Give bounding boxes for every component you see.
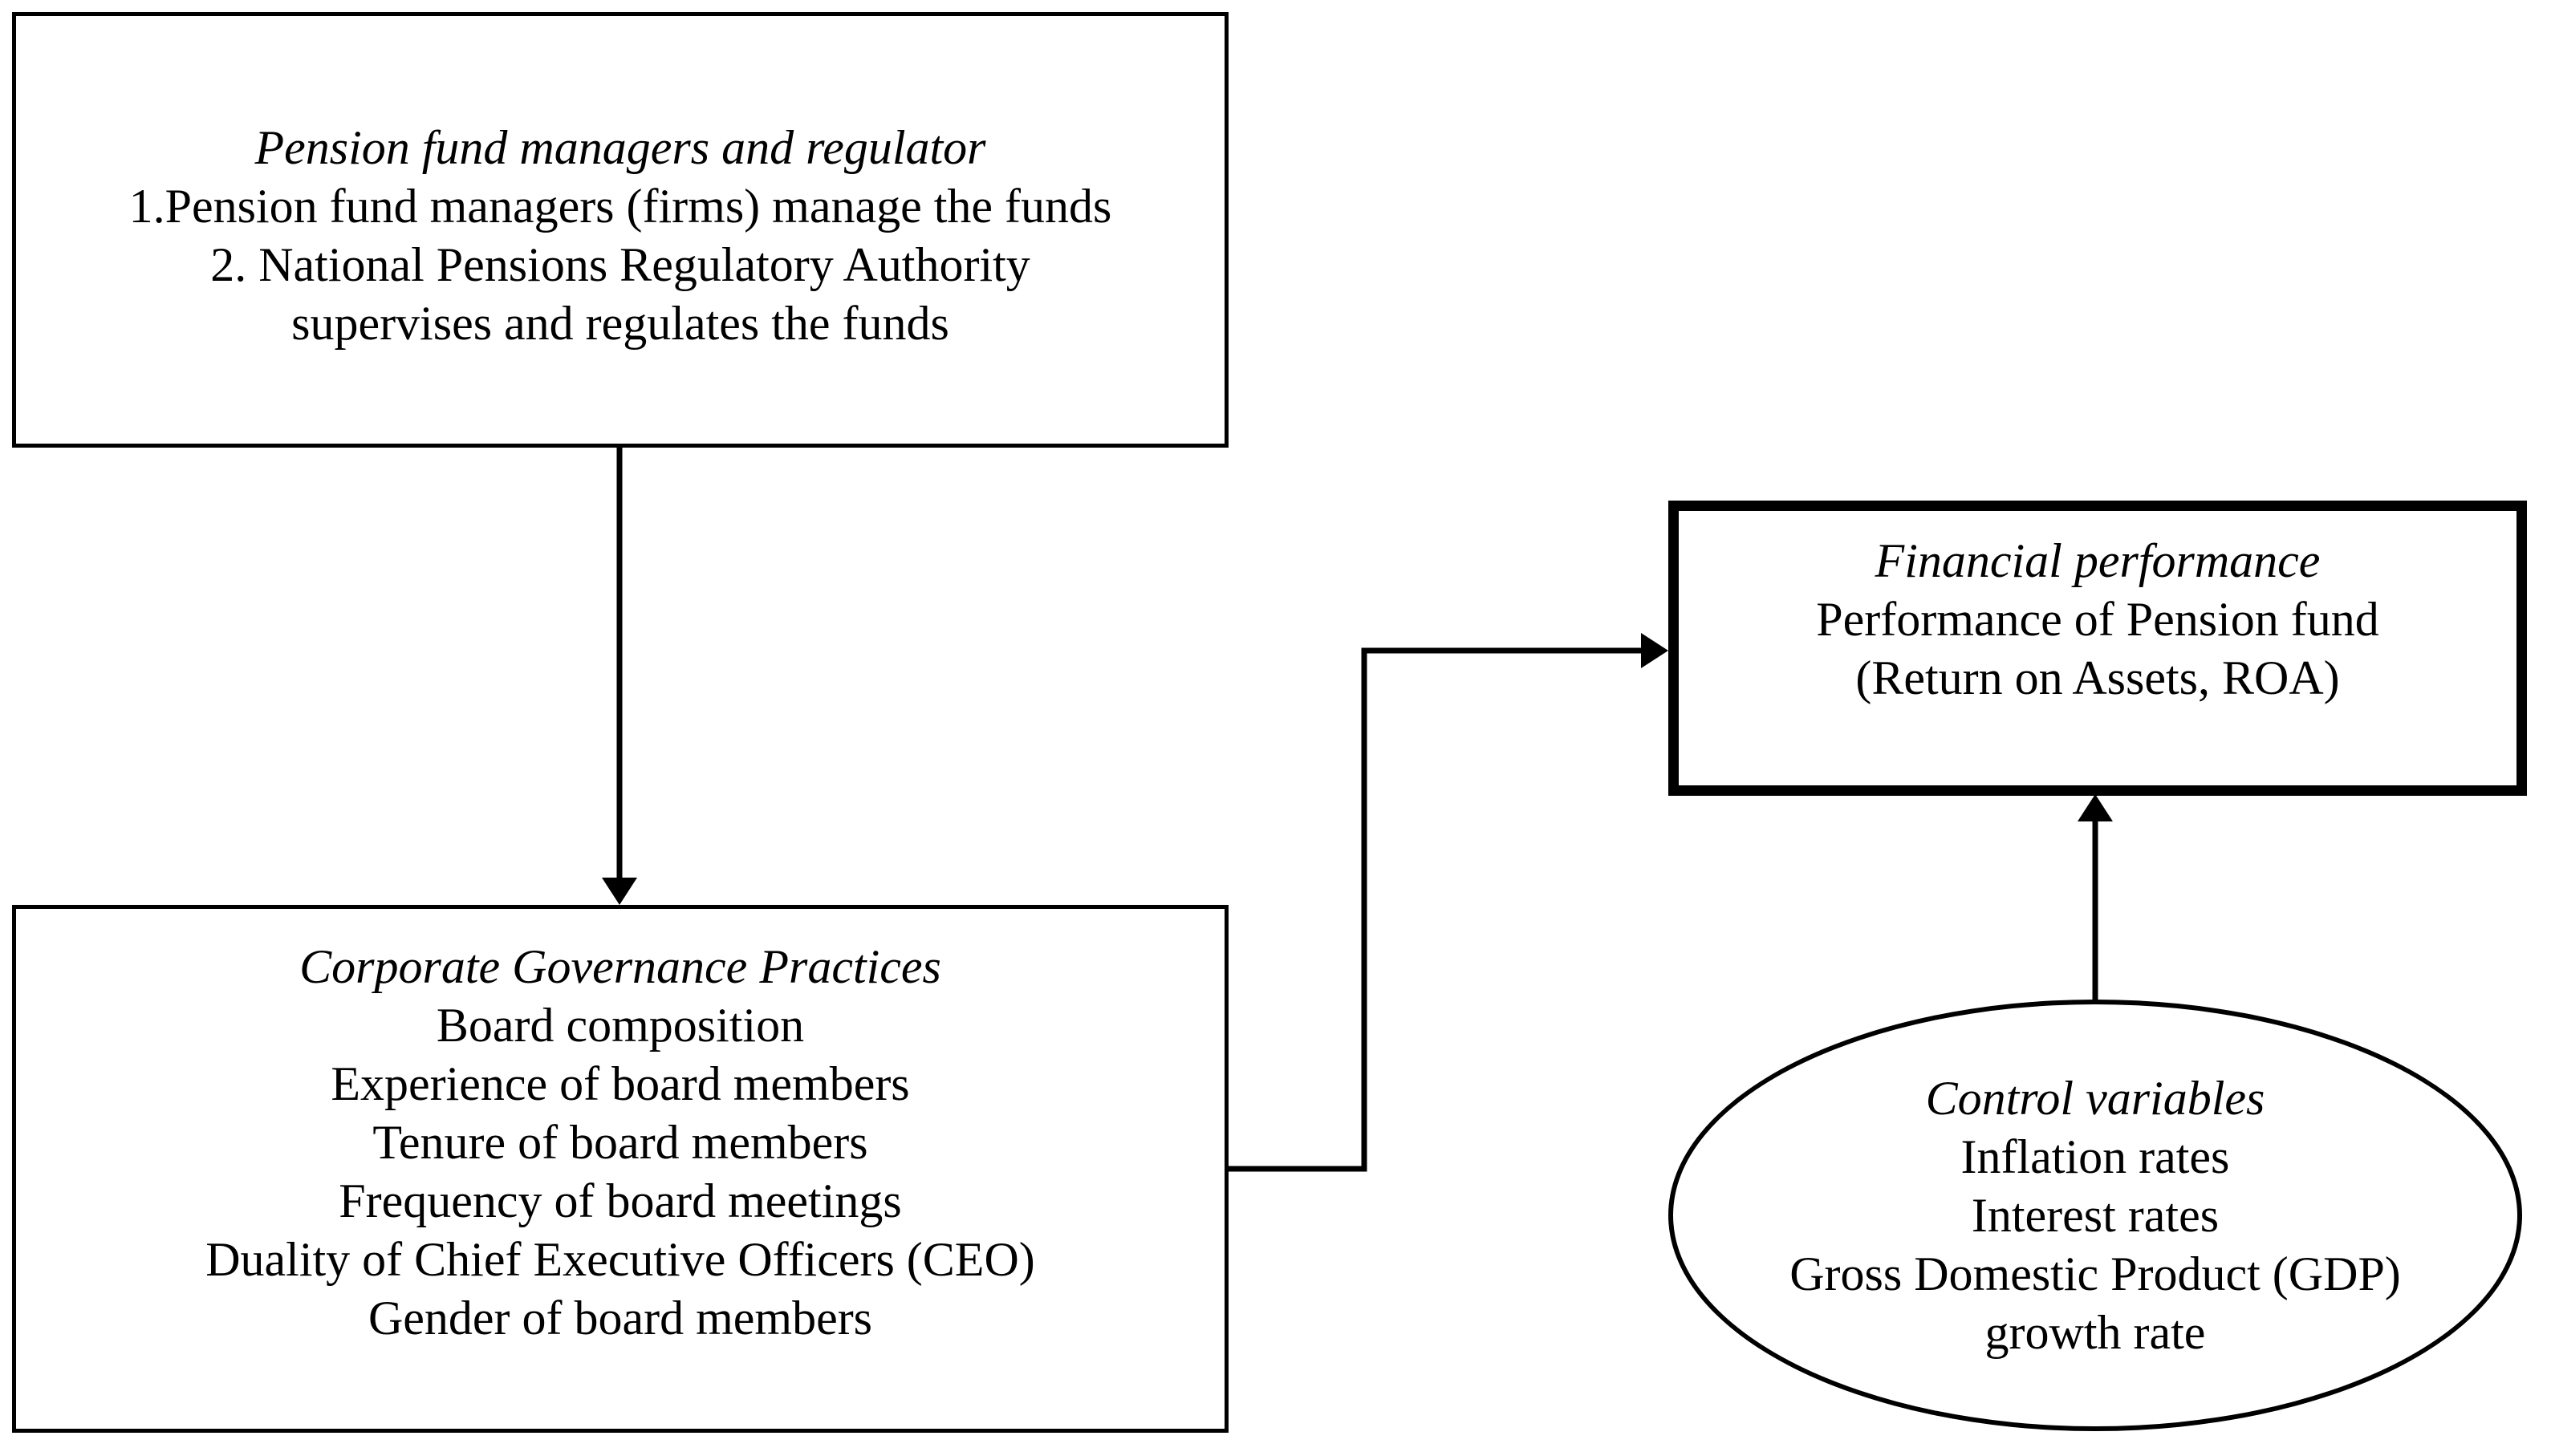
arrow-managers-to-governance [602, 448, 637, 905]
arrow-controls-to-performance [2078, 794, 2113, 1000]
financial-performance-title: Financial performance [1875, 534, 2321, 587]
pension-managers-line: 1.Pension fund managers (firms) manage t… [128, 180, 1112, 233]
governance-practices-text: Corporate Governance Practices Board com… [16, 938, 1225, 1348]
pension-managers-box: Pension fund managers and regulator 1.Pe… [12, 12, 1229, 448]
control-variables-ellipse: Control variables Inflation rates Intere… [1668, 1000, 2522, 1431]
control-variable-line: growth rate [1984, 1305, 2206, 1359]
financial-performance-line: Performance of Pension fund [1816, 593, 2379, 646]
arrow-up-head-icon [2078, 794, 2113, 821]
pension-managers-line: 2. National Pensions Regulatory Authorit… [210, 238, 1030, 291]
governance-practices-box: Corporate Governance Practices Board com… [12, 905, 1229, 1433]
financial-performance-box: Financial performance Performance of Pen… [1668, 501, 2527, 796]
governance-practice-line: Gender of board members [368, 1292, 873, 1344]
governance-practice-line: Board composition [436, 999, 805, 1052]
governance-practice-line: Experience of board members [331, 1057, 910, 1110]
control-variable-line: Inflation rates [1960, 1130, 2230, 1183]
arrow-governance-to-performance-stem [1229, 647, 1643, 1172]
control-variable-line: Interest rates [1971, 1188, 2220, 1242]
financial-performance-text: Financial performance Performance of Pen… [1679, 532, 2516, 708]
governance-practices-title: Corporate Governance Practices [299, 940, 941, 993]
pension-managers-title: Pension fund managers and regulator [254, 121, 986, 174]
pension-managers-text: Pension fund managers and regulator 1.Pe… [16, 119, 1225, 353]
arrow-right-head-icon [1641, 633, 1668, 668]
arrow-governance-to-performance [1229, 633, 1668, 1172]
control-variables-text: Control variables Inflation rates Intere… [1789, 1069, 2401, 1362]
control-variables-title: Control variables [1925, 1071, 2265, 1125]
governance-practice-line: Tenure of board members [372, 1116, 868, 1169]
control-variable-line: Gross Domestic Product (GDP) [1789, 1247, 2401, 1300]
financial-performance-line: (Return on Assets, ROA) [1855, 651, 2340, 704]
pension-managers-line: supervises and regulates the funds [291, 297, 949, 350]
governance-practice-line: Duality of Chief Executive Officers (CEO… [205, 1233, 1035, 1286]
arrow-down-head-icon [602, 878, 637, 905]
governance-practice-line: Frequency of board meetings [339, 1174, 902, 1227]
